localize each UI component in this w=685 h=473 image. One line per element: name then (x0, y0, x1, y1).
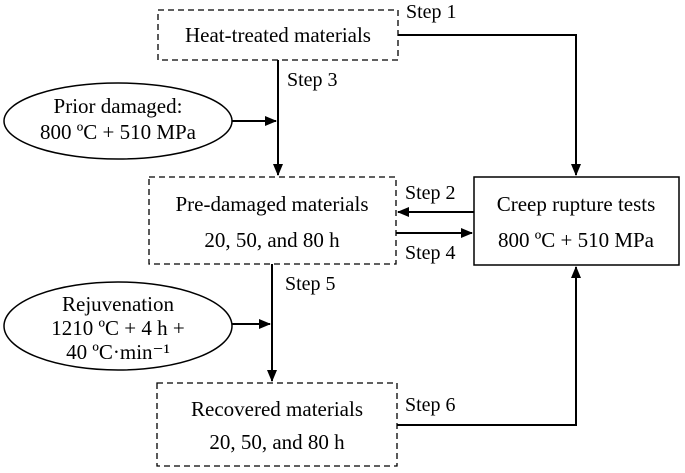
pre-damaged-line2: 20, 50, and 80 h (204, 228, 340, 252)
creep-tests-line2: 800 ºC + 510 MPa (498, 228, 655, 252)
step1-label: Step 1 (406, 1, 457, 23)
step4-label: Step 4 (405, 242, 456, 264)
creep-tests-node: Creep rupture tests 800 ºC + 510 MPa (473, 176, 680, 266)
rejuvenation-line3: 40 ºC·min⁻¹ (66, 340, 170, 364)
creep-tests-line1: Creep rupture tests (497, 192, 656, 216)
step5-label: Step 5 (285, 273, 336, 295)
recovered-line2: 20, 50, and 80 h (209, 430, 345, 454)
prior-damaged-node: Prior damaged: 800 ºC + 510 MPa (3, 82, 233, 160)
recovered-line1: Recovered materials (191, 397, 363, 421)
creep-tests-box (473, 176, 680, 266)
step3-label: Step 3 (287, 69, 338, 91)
heat-treated-label: Heat-treated materials (185, 23, 371, 47)
recovered-box (156, 382, 398, 467)
step6-arrow (397, 266, 581, 426)
step1-arrow (398, 34, 581, 176)
rejuvenation-ellipse (3, 281, 233, 371)
pre-damaged-node: Pre-damaged materials 20, 50, and 80 h (148, 176, 397, 265)
step6-label: Step 6 (405, 394, 456, 416)
prior-damaged-line1: Prior damaged: (54, 94, 183, 118)
prior-damaged-line2: 800 ºC + 510 MPa (40, 120, 197, 144)
rejuvenation-node: Rejuvenation 1210 ºC + 4 h + 40 ºC·min⁻¹ (3, 281, 233, 371)
heat-treated-box (157, 9, 399, 61)
pre-damaged-box (148, 176, 397, 265)
rejuvenation-line1: Rejuvenation (62, 292, 174, 316)
rejuvenation-line2: 1210 ºC + 4 h + (51, 316, 184, 340)
recovered-node: Recovered materials 20, 50, and 80 h (156, 382, 398, 467)
step2-label: Step 2 (405, 182, 456, 204)
pre-damaged-line1: Pre-damaged materials (176, 192, 369, 216)
heat-treated-node: Heat-treated materials (157, 9, 399, 61)
